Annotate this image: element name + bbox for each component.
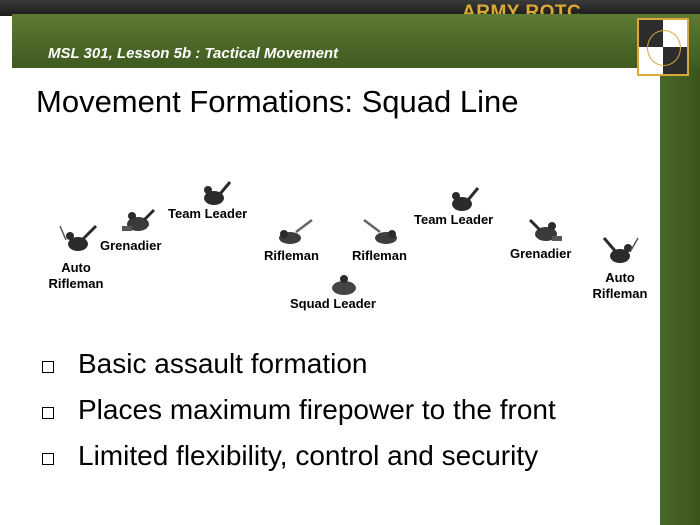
label-auto-rifleman-left: Auto Rifleman	[48, 260, 104, 291]
squad-line-diagram: Auto Rifleman Grenadier Team Leader Rifl…	[0, 160, 700, 320]
label-squad-leader: Squad Leader	[290, 296, 376, 311]
side-bar	[660, 68, 700, 525]
square-bullet-icon	[42, 361, 54, 373]
soldier-icon-team-leader-left	[204, 181, 232, 205]
soldier-icon-team-leader-right	[452, 187, 480, 211]
square-bullet-icon	[42, 453, 54, 465]
soldier-icon-rifleman-right	[363, 219, 397, 244]
soldier-icon-grenadier-right	[528, 218, 562, 241]
slide-title: Movement Formations: Squad Line	[36, 84, 519, 119]
soldier-icon-auto-rifleman-left	[59, 224, 98, 251]
label-team-leader-left: Team Leader	[168, 206, 248, 221]
lesson-label: MSL 301, Lesson 5b : Tactical Movement	[48, 45, 339, 62]
header-bar	[12, 14, 700, 68]
label-rifleman-left: Rifleman	[264, 248, 319, 263]
label-team-leader-right: Team Leader	[414, 212, 494, 227]
soldier-icon-grenadier-left	[122, 208, 156, 231]
rotc-shield-icon	[637, 18, 689, 76]
label-grenadier-right: Grenadier	[510, 246, 572, 261]
label-grenadier-left: Grenadier	[100, 238, 162, 253]
square-bullet-icon	[42, 407, 54, 419]
label-auto-rifleman-right: Auto Rifleman	[592, 270, 648, 301]
soldier-icon-rifleman-left	[279, 219, 313, 244]
label-rifleman-right: Rifleman	[352, 248, 407, 263]
soldier-icon-squad-leader	[332, 275, 356, 295]
soldier-icon-auto-rifleman-right	[602, 237, 639, 263]
